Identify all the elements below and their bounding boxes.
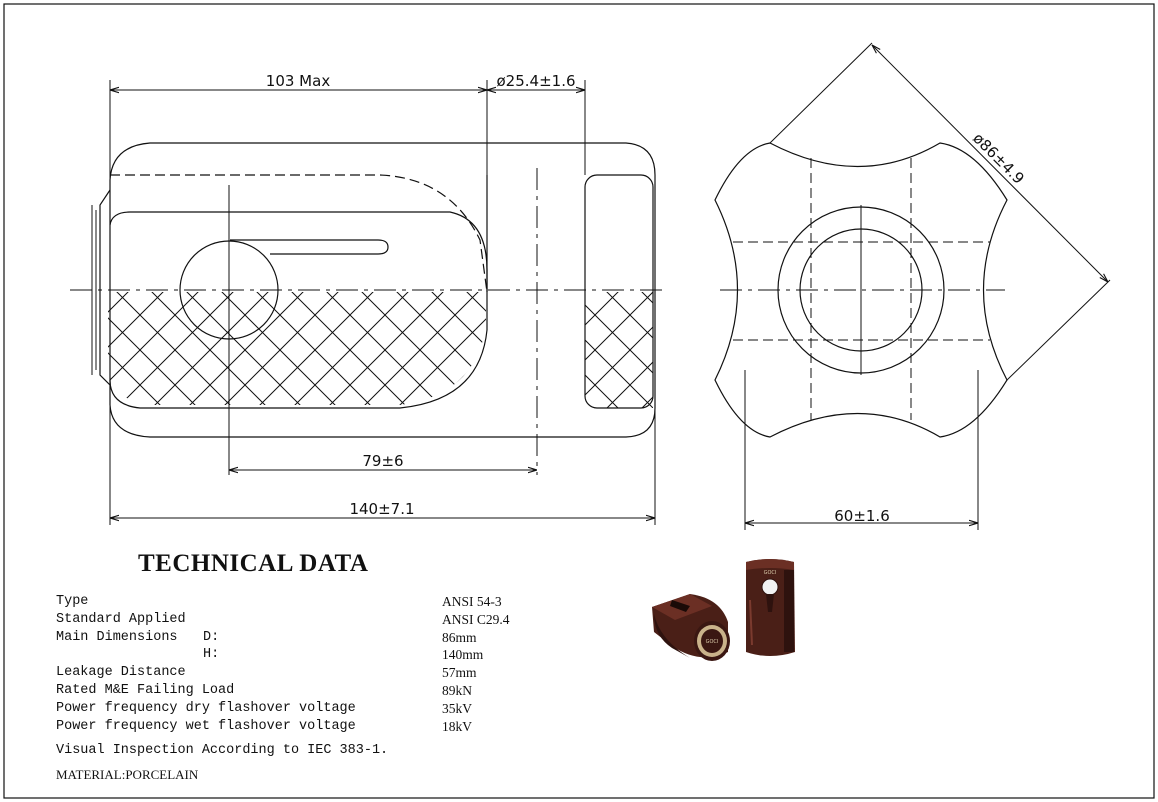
spec-value: ANSI C29.4 [442,611,510,627]
insulator-vertical: GOCI [746,559,795,656]
spec-value: 140mm [442,647,484,663]
slot-bottom [109,292,488,409]
brand-mark: GOCI [706,639,719,645]
dim-hole-diameter: ø25.4±1.6 [497,72,576,90]
end-slot [584,174,654,409]
dim-line-overall-diameter [872,45,1108,282]
spec-label: Leakage Distance [56,665,186,681]
spec-label: Type [56,594,89,609]
spec-sub: D: [203,629,220,645]
channel-top [109,211,488,292]
product-photo: GOCI GOCI [652,559,795,661]
spec-value: ANSI 54-3 [442,594,502,609]
hatched-section-main [108,292,486,405]
brand-mark-vertical: GOCI [764,570,777,576]
spec-label: Rated M&E Failing Load [56,682,235,698]
technical-data-title: TECHNICAL DATA [138,550,369,577]
spec-label: Power frequency wet flashover voltage [56,718,356,734]
side-view [70,80,668,525]
spec-value: 89kN [442,682,472,698]
hatched-section-end [585,292,653,408]
dim-length-max: 103 Max [266,72,331,90]
spec-value: 57mm [442,665,477,681]
material-note: MATERIAL:PORCELAIN [56,767,199,782]
inspection-note: Visual Inspection According to IEC 383-1… [56,743,389,758]
dim-overall-length: 140±7.1 [349,500,414,518]
keyhole-bar [230,239,389,255]
spec-value: 18kV [442,718,472,734]
hidden-contour [110,174,488,293]
spec-sub: H: [203,647,220,663]
spec-value: 86mm [442,629,477,645]
sheet-border [3,3,1155,799]
spec-label: Power frequency dry flashover voltage [56,700,356,716]
dim-width: 60±1.6 [834,507,890,525]
spec-label: Standard Applied [56,611,186,627]
body-outline [109,142,656,438]
spec-value: 35kV [442,700,472,716]
end-view [714,42,1111,530]
spec-label: Main Dimensions [56,629,178,645]
insulator-horizontal: GOCI [652,594,730,661]
dim-hole-spacing: 79±6 [362,452,403,470]
dim-overall-diameter: ø86±4.9 [969,129,1027,187]
